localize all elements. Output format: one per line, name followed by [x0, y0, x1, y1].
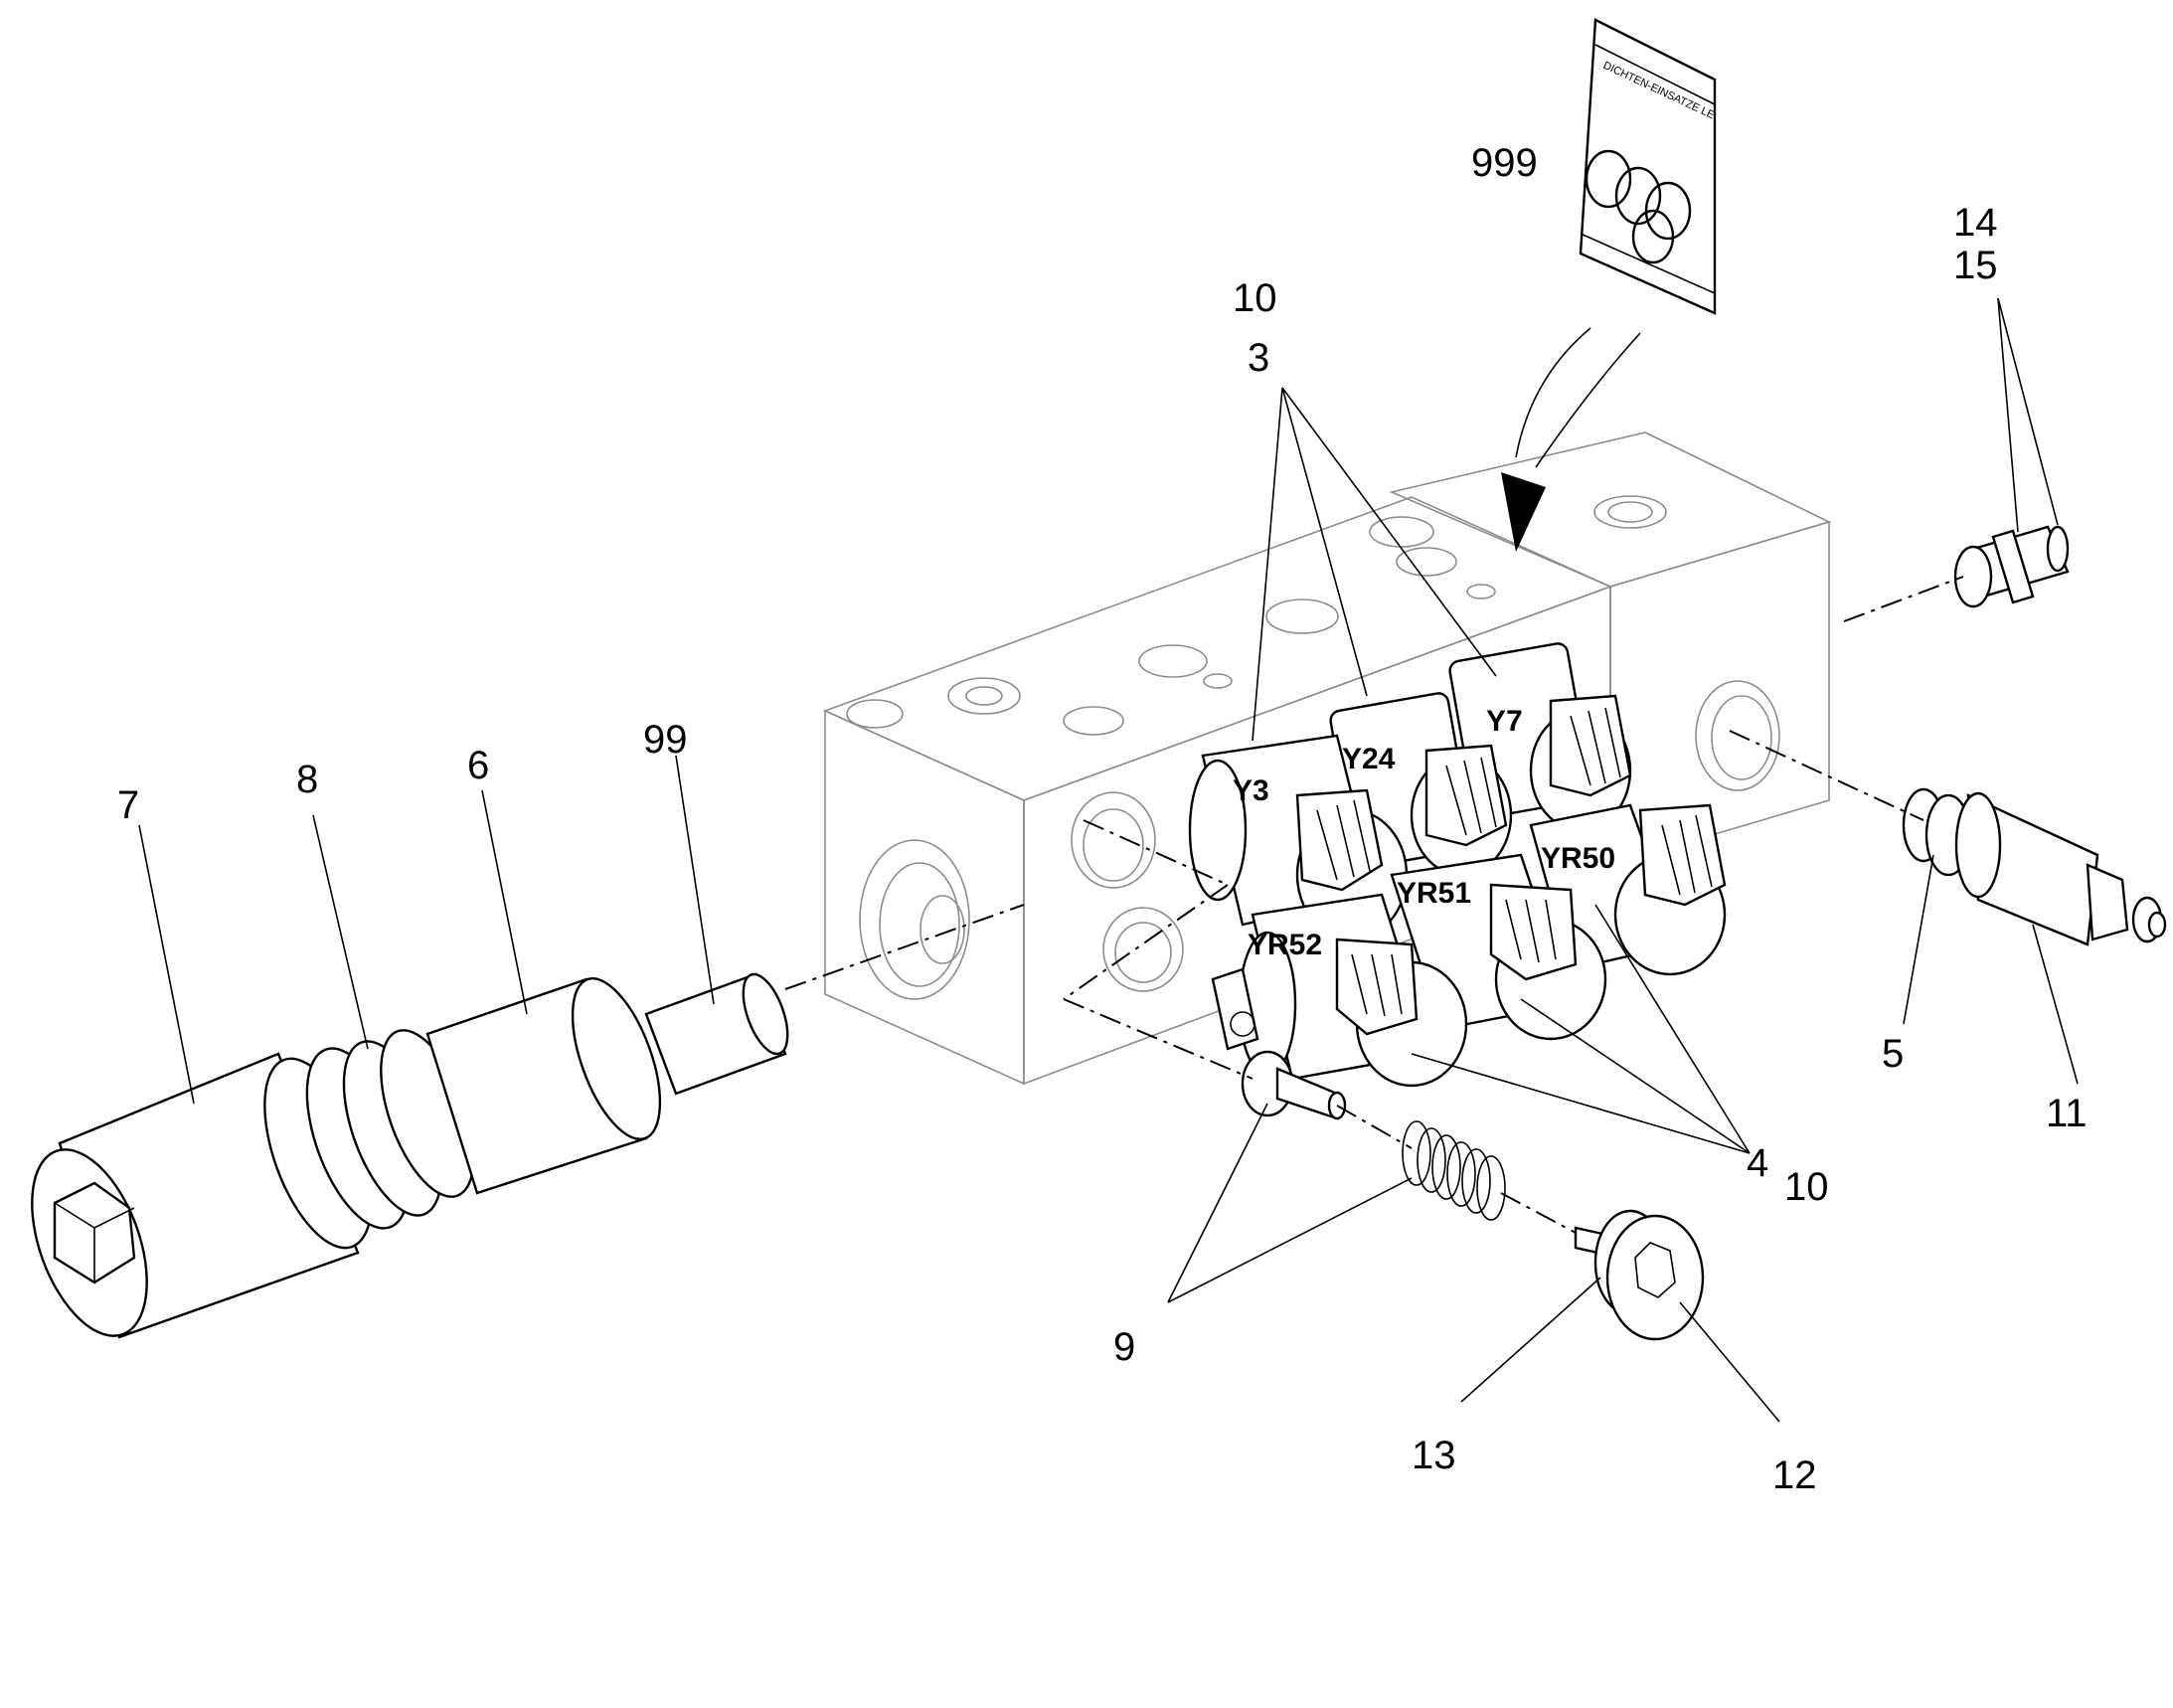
coil-labels: Y3 Y24 Y7 YR50 YR51 YR52	[1233, 705, 1615, 961]
valve-cartridge-11	[1902, 787, 2167, 946]
callout-5: 5	[1882, 1032, 1904, 1076]
callout-12: 12	[1772, 1453, 1817, 1497]
callout-999: 999	[1471, 141, 1538, 185]
callout-10-top: 10	[1233, 276, 1277, 320]
callout-numbers: 7 8 6 99 10 3 999 14 15 5 11 4 10 9 13 1…	[117, 141, 2088, 1497]
plug-12-13	[1574, 1209, 1705, 1341]
solenoid-coils	[1188, 642, 1727, 1088]
valve-block	[822, 431, 1832, 1086]
coil-label-y24: Y24	[1342, 743, 1396, 775]
cartridge-assembly	[31, 972, 789, 1339]
spring	[1402, 1120, 1506, 1221]
leader-lines	[138, 297, 2079, 1423]
coil-label-yr52: YR52	[1248, 929, 1322, 961]
callout-4: 4	[1747, 1141, 1768, 1185]
coil-yr52	[1211, 893, 1468, 1088]
callout-13: 13	[1412, 1434, 1456, 1477]
callout-6: 6	[467, 744, 489, 787]
coil-label-yr50: YR50	[1541, 842, 1615, 875]
callout-99: 99	[643, 718, 688, 762]
arrow-head	[1501, 472, 1546, 552]
callout-8: 8	[296, 758, 318, 801]
callout-14: 14	[1953, 201, 1998, 245]
callout-7: 7	[117, 783, 139, 827]
plug-14-15	[1953, 525, 2070, 608]
coil-label-y3: Y3	[1233, 774, 1269, 807]
seal-kit-bag: DICHTEN-EINSATZE LE	[1579, 18, 1716, 315]
callout-3: 3	[1248, 336, 1269, 380]
coil-label-y7: Y7	[1486, 705, 1523, 738]
callout-9: 9	[1113, 1325, 1135, 1369]
spring-and-plunger-9	[1241, 1050, 1506, 1221]
centre-lines	[784, 576, 1964, 1234]
callout-15: 15	[1953, 244, 1998, 287]
coil-label-yr51: YR51	[1397, 877, 1471, 910]
callout-10-bottom: 10	[1784, 1165, 1829, 1209]
callout-11: 11	[2046, 1092, 2088, 1135]
